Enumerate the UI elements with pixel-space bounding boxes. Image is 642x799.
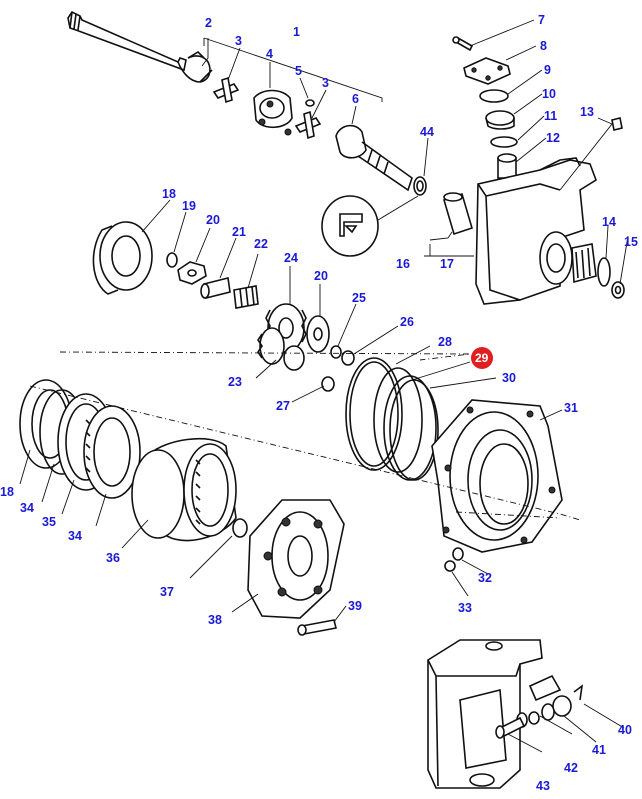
callout-6: 6 xyxy=(352,92,359,106)
callout-3-left: 3 xyxy=(235,34,242,48)
seal-29 xyxy=(373,367,423,473)
callout-1: 1 xyxy=(293,25,300,39)
top-cap-plate xyxy=(463,57,511,85)
callout-5: 5 xyxy=(295,64,302,78)
callout-18-bottom: 18 xyxy=(0,485,14,499)
swivel-housing xyxy=(475,157,597,305)
callout-30: 30 xyxy=(502,371,516,385)
stud-32 xyxy=(452,547,464,561)
highlight-marker-29 xyxy=(471,347,493,369)
callout-16: 16 xyxy=(396,257,410,271)
callout-36: 36 xyxy=(106,551,120,565)
bolt-39 xyxy=(297,619,337,636)
callout-10: 10 xyxy=(542,87,556,101)
u-joint-cross-right xyxy=(294,110,322,140)
washer-26 xyxy=(341,350,355,366)
callout-29: 29 xyxy=(475,351,489,365)
callout-7: 7 xyxy=(538,13,545,27)
callout-44: 44 xyxy=(420,125,434,139)
callout-17: 17 xyxy=(440,257,454,271)
pin-21 xyxy=(200,277,231,299)
callout-39: 39 xyxy=(348,599,362,613)
hub-seal-14 xyxy=(597,257,611,287)
kingpin-bolt xyxy=(452,36,474,52)
callout-33: 33 xyxy=(458,601,472,615)
callout-34-left: 34 xyxy=(20,501,34,515)
needle-bearing-22 xyxy=(233,285,259,309)
callout-43: 43 xyxy=(536,779,550,793)
washer-19 xyxy=(166,252,178,268)
thrust-washer-20-right xyxy=(306,315,330,353)
callout-14: 14 xyxy=(602,215,616,229)
ring-gear-36 xyxy=(131,437,237,542)
callout-23: 23 xyxy=(228,375,242,389)
callout-13: 13 xyxy=(580,105,594,119)
callout-32: 32 xyxy=(478,571,492,585)
callout-24: 24 xyxy=(284,251,298,265)
thrust-ring-34-right xyxy=(83,405,141,499)
callout-3-right: 3 xyxy=(322,76,329,90)
axle-shaft xyxy=(67,10,213,83)
washer-15 xyxy=(611,281,625,299)
group-bracket-lower xyxy=(29,385,581,521)
callout-8: 8 xyxy=(540,39,547,53)
seal-30 xyxy=(383,375,439,481)
shim-ring-9 xyxy=(479,89,509,103)
callout-22: 22 xyxy=(254,237,268,251)
bearing-cone-10 xyxy=(485,110,515,130)
callout-20-left: 20 xyxy=(206,213,220,227)
circlip-25 xyxy=(330,345,342,359)
callout-40: 40 xyxy=(618,723,632,737)
callout-4: 4 xyxy=(266,47,273,61)
grease-nipple-13 xyxy=(611,117,623,131)
callout-21: 21 xyxy=(232,225,246,239)
circlip xyxy=(305,99,315,107)
callout-15: 15 xyxy=(624,235,638,249)
o-ring-28 xyxy=(345,357,403,471)
wheel-hub-31 xyxy=(431,399,563,553)
callout-42: 42 xyxy=(564,761,578,775)
callout-26: 26 xyxy=(400,315,414,329)
oil-seal-18-top xyxy=(92,221,153,295)
callout-27: 27 xyxy=(276,399,290,413)
callout-20-right: 20 xyxy=(314,269,328,283)
callout-34-right: 34 xyxy=(68,529,82,543)
seal-detail-inset xyxy=(321,195,419,257)
callout-11: 11 xyxy=(544,109,557,123)
callout-31: 31 xyxy=(564,401,578,415)
callout-38: 38 xyxy=(208,613,222,627)
oil-seal-44 xyxy=(413,176,427,196)
planet-carrier-38 xyxy=(247,499,345,619)
thrust-washer-20-left xyxy=(177,261,207,285)
u-joint-cross-left xyxy=(212,76,240,104)
callout-41: 41 xyxy=(592,743,606,757)
callout-35: 35 xyxy=(42,515,56,529)
callout-2: 2 xyxy=(205,16,212,30)
callout-28: 28 xyxy=(438,335,452,349)
seal-ring-11 xyxy=(490,136,518,148)
kingpin-12 xyxy=(497,153,517,179)
snap-ring-27 xyxy=(321,376,335,392)
bush-17 xyxy=(443,192,473,236)
center-yoke xyxy=(253,89,293,136)
callout-12: 12 xyxy=(546,131,560,145)
callout-37: 37 xyxy=(160,585,174,599)
o-ring-37 xyxy=(232,518,248,538)
callout-9: 9 xyxy=(544,63,551,77)
stub-shaft xyxy=(335,124,413,192)
callout-labels: 1 2 3 4 5 3 6 7 8 9 10 11 12 13 44 14 15… xyxy=(0,13,638,793)
hub-axis-line xyxy=(455,511,561,519)
steering-stop-inset xyxy=(427,639,584,789)
callout-19: 19 xyxy=(182,199,196,213)
group-bracket-upper xyxy=(59,351,471,361)
gear-cluster-23 xyxy=(257,327,305,371)
callout-18-top: 18 xyxy=(162,187,176,201)
callout-25: 25 xyxy=(352,291,366,305)
nut-33 xyxy=(444,560,456,572)
leader-lines xyxy=(19,19,629,753)
